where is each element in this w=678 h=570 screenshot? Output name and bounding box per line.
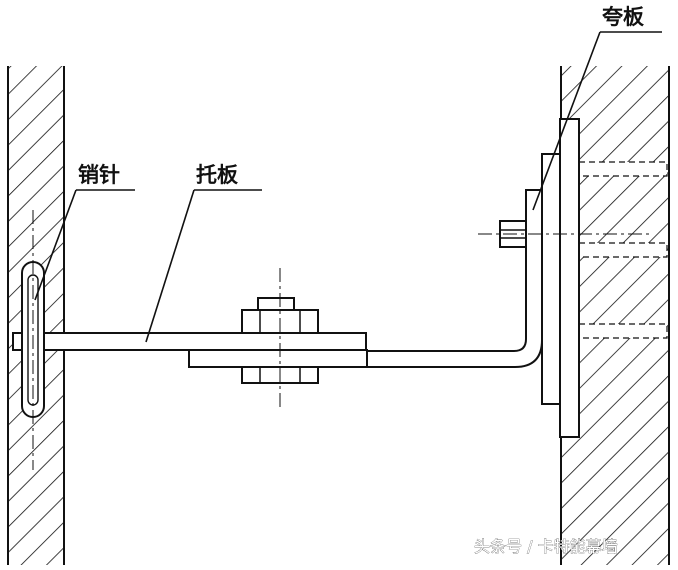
wall-anchor-bolts — [578, 161, 668, 339]
label-span-plate: 夸板 — [532, 5, 662, 211]
label-pin: 销针 — [34, 163, 135, 301]
label-pin-text: 销针 — [78, 163, 120, 187]
label-tray-plate-text: 托板 — [196, 163, 239, 187]
center-bolt — [241, 268, 319, 410]
label-tray-plate: 托板 — [145, 163, 262, 343]
side-bolt — [478, 220, 650, 248]
label-span-plate-text: 夸板 — [602, 5, 645, 29]
pin — [21, 210, 45, 470]
l-bracket — [316, 189, 543, 368]
tray-plate — [12, 332, 368, 368]
watermark-text: 头条号 / 卡特能幕墙 — [474, 537, 618, 556]
span-plate — [541, 118, 580, 438]
